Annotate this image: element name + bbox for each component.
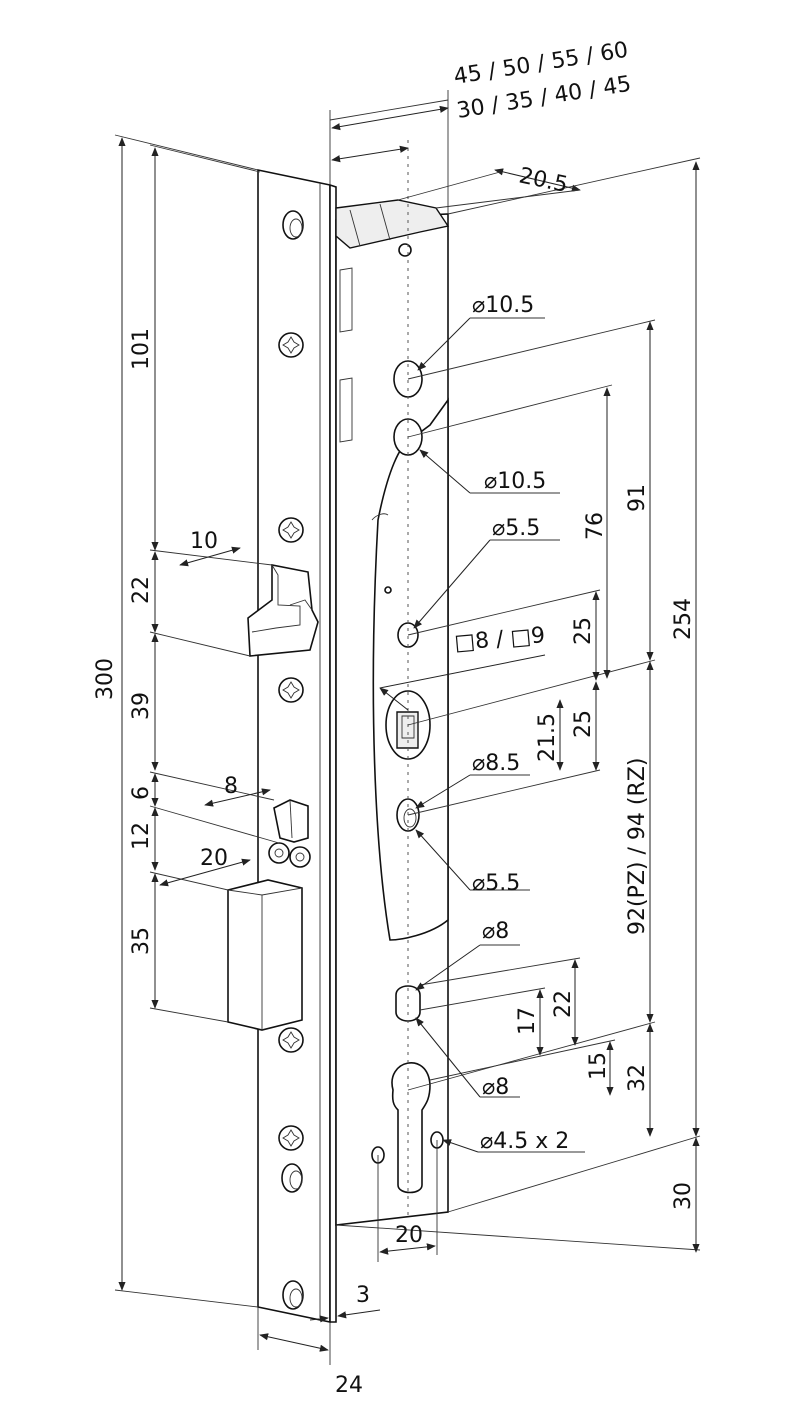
spindle-offset-upper-label: 25 (571, 617, 596, 645)
bottom-30-label: 30 (671, 1182, 696, 1210)
aux-screws (268, 842, 311, 868)
overall-height-label: 300 (93, 658, 118, 700)
screw-hole-bottom-icon (282, 1280, 304, 1310)
cylinder-width-label: 20 (395, 1223, 423, 1248)
spindle-square-label: □8 / □9 (453, 623, 546, 656)
small-step-label: 6 (129, 786, 154, 800)
fixing-holes-label: ⌀4.5 x 2 (480, 1129, 569, 1154)
spindle-to-hole-label: 21.5 (535, 713, 560, 762)
latch-projection-label: 10 (190, 529, 218, 554)
top-hole-dist-label: 91 (625, 484, 650, 512)
aux-latch-label: 12 (129, 822, 154, 850)
screw-hole-icon (281, 1163, 303, 1193)
euro-cylinder-cutout-icon (391, 1062, 431, 1194)
torx-screw-icon (278, 1027, 304, 1053)
dimension-lines (114, 90, 701, 1365)
case-screw-icon (398, 243, 412, 257)
screw-hole-top-icon (282, 210, 304, 240)
hole-d3-label: ⌀5.5 (492, 516, 540, 541)
case-height-label: 254 (671, 598, 696, 640)
follower-to-cylinder-label: 92(PZ) / 94 (RZ) (625, 758, 650, 935)
cyl-32-label: 32 (625, 1064, 650, 1092)
torx-screw-icon (278, 1125, 304, 1151)
deadbolt-projection-label: 20 (200, 846, 228, 871)
deadbolt (227, 879, 303, 1031)
second-hole-dist-label: 76 (583, 512, 608, 540)
latch-bolt (247, 564, 319, 657)
plate-width-label: 24 (335, 1373, 363, 1398)
faceplate-screws (278, 210, 304, 1310)
hole-d7-label: ⌀8 (482, 1075, 509, 1100)
torx-screw-icon (278, 332, 304, 358)
torx-screw-icon (278, 677, 304, 703)
deadbolt-height-label: 35 (129, 927, 154, 955)
auxiliary-latch (273, 799, 309, 843)
faceplate (257, 169, 337, 1323)
top-to-latch-label: 101 (129, 328, 154, 370)
slot-17-label: 17 (515, 1007, 540, 1035)
cyl-15-label: 15 (586, 1052, 611, 1080)
small-dot-icon (384, 586, 392, 594)
slot-8-icon (395, 985, 421, 1022)
torx-screw-icon (278, 517, 304, 543)
latch-to-bolt-label: 39 (129, 692, 154, 720)
hole-d2-label: ⌀10.5 (484, 469, 546, 494)
latch-height-label: 22 (129, 576, 154, 604)
torx-screw-icon (268, 842, 290, 864)
case-depth-label: 20.5 (517, 163, 570, 198)
torx-screw-icon (289, 846, 311, 868)
hole-d4-label: ⌀8.5 (472, 751, 520, 776)
hole-d5-label: ⌀5.5 (472, 871, 520, 896)
hole-d1-label: ⌀10.5 (472, 293, 534, 318)
slot-22-label: 22 (551, 990, 576, 1018)
aux-projection-label: 8 (224, 774, 238, 799)
plate-offset-label: 3 (356, 1283, 370, 1308)
hole-d6-label: ⌀8 (482, 919, 509, 944)
spindle-offset-lower-label: 25 (571, 710, 596, 738)
